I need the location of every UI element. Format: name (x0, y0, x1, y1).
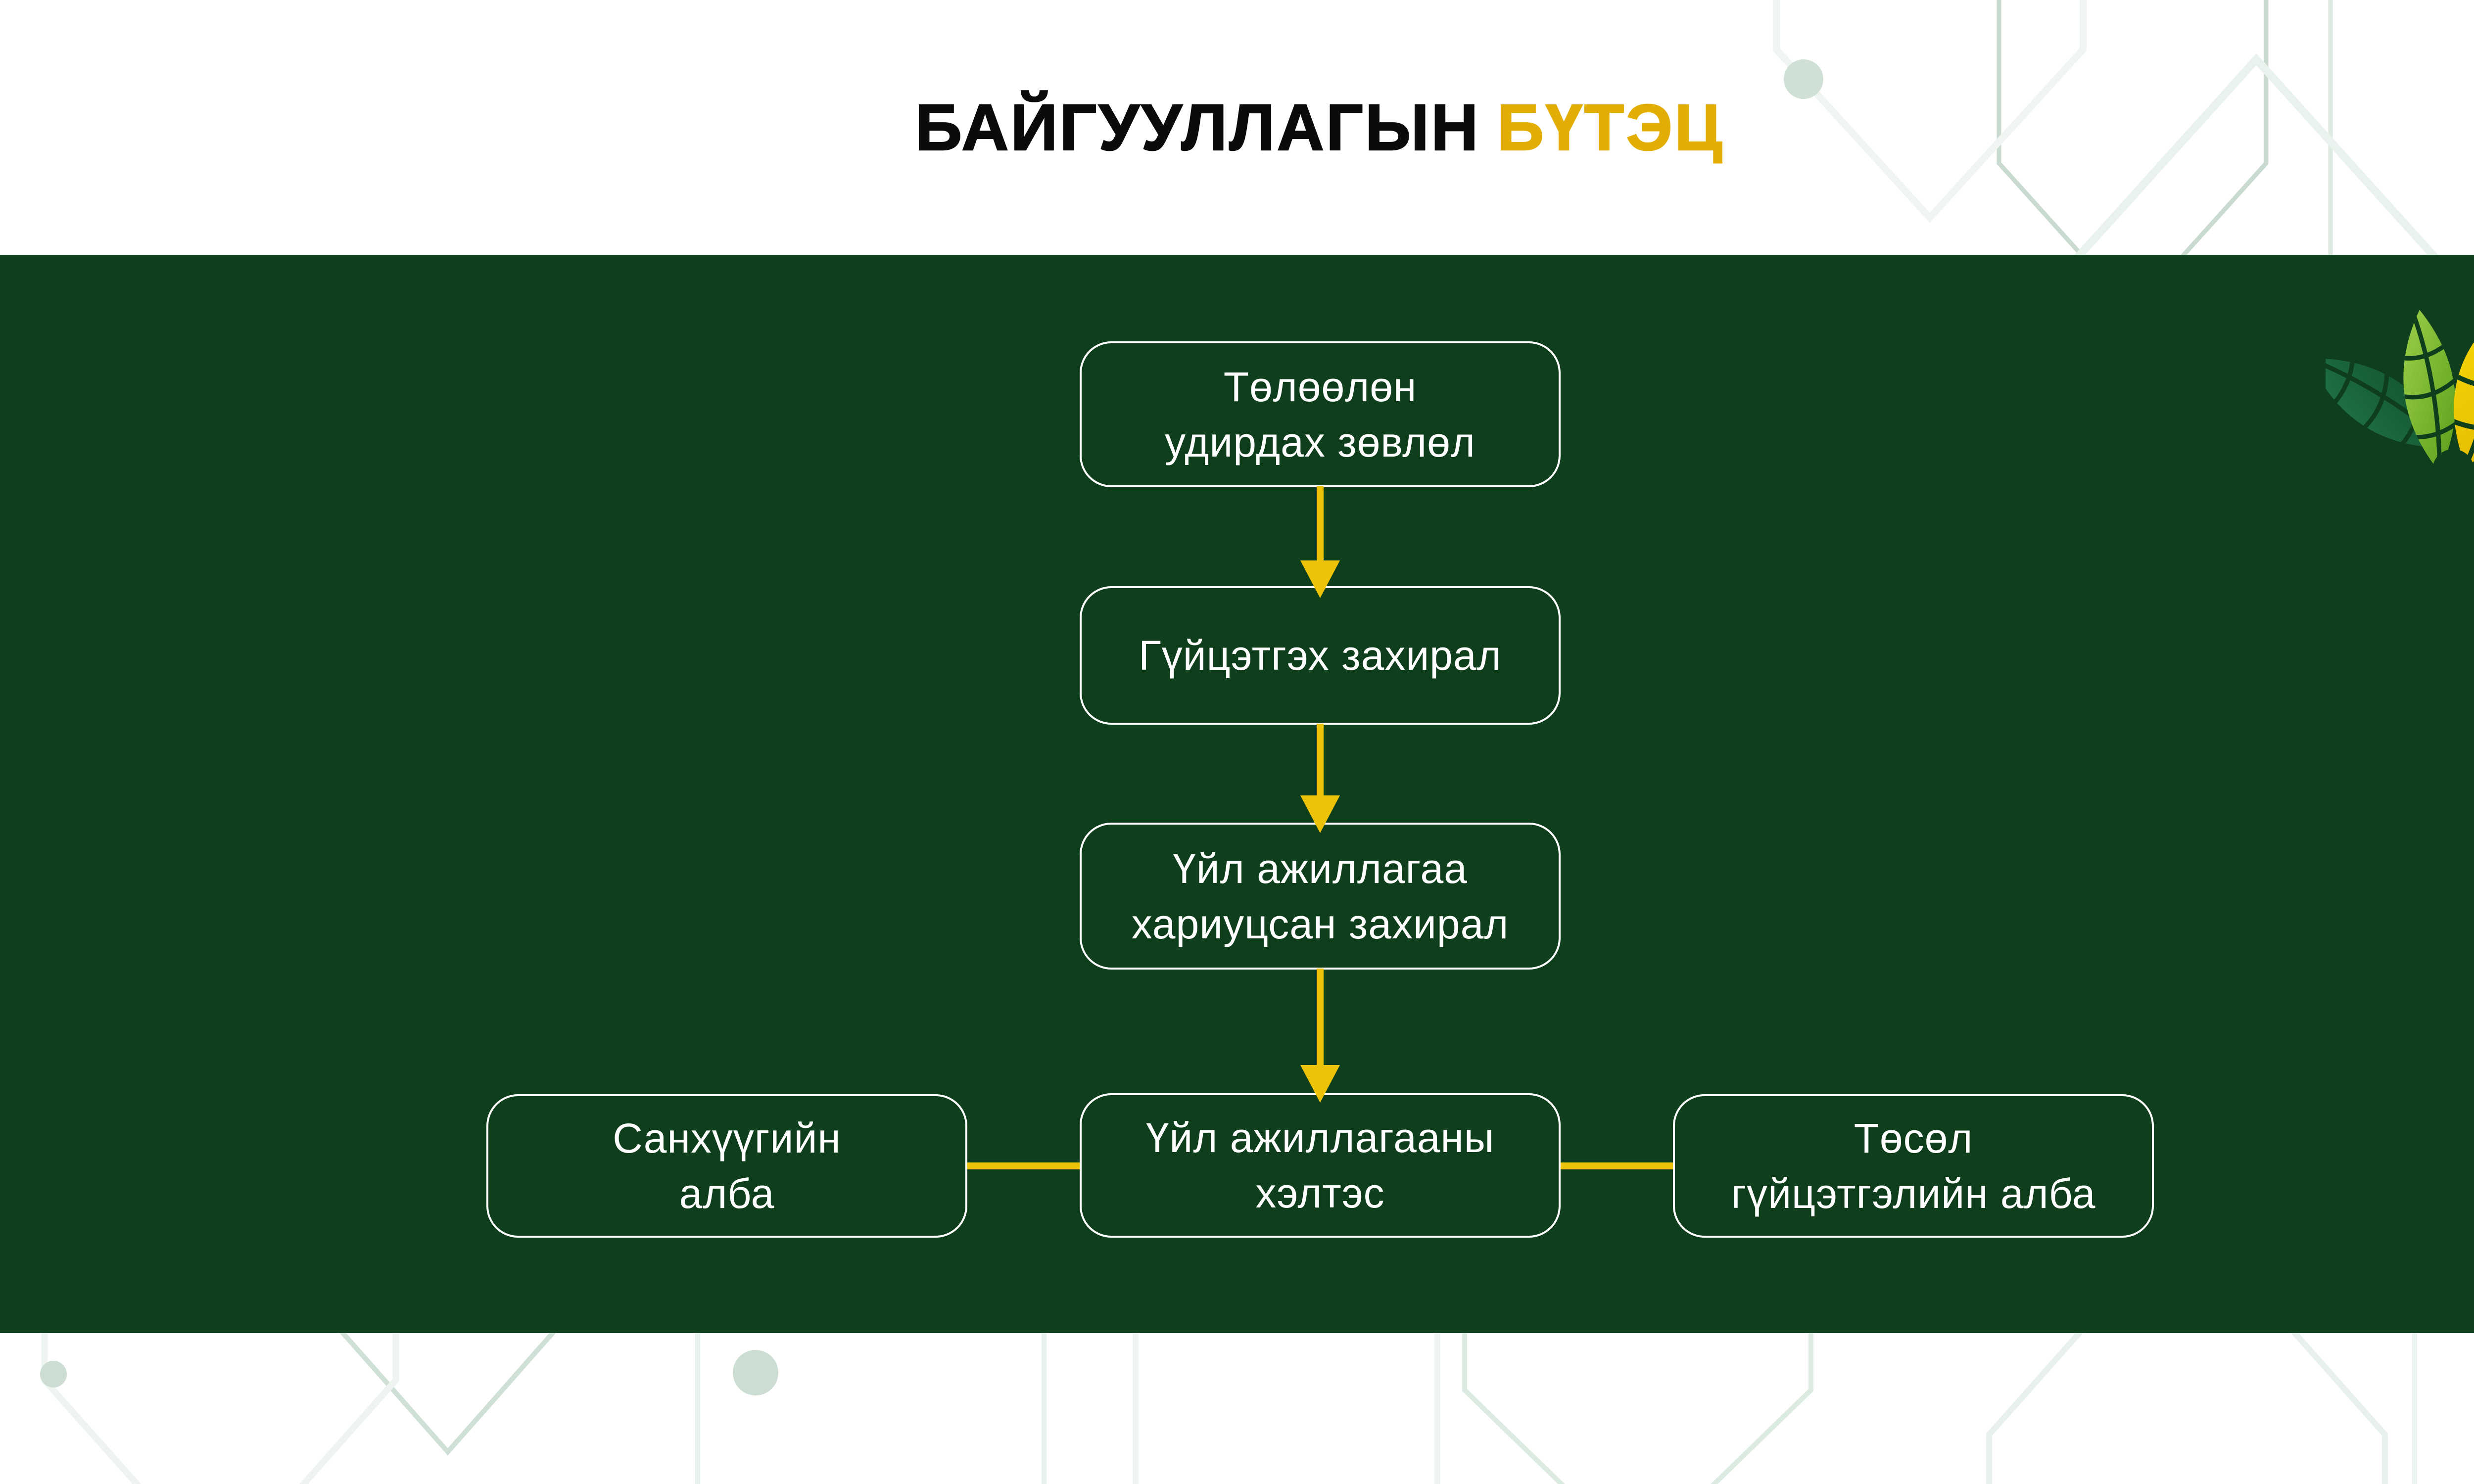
org-node-label: Төсөл (1854, 1115, 1973, 1161)
org-node-ceo: Гүйцэтгэх захирал (1080, 586, 1561, 725)
org-node-label: хариуцсан захирал (1131, 900, 1509, 947)
org-node-label: удирдах зөвлөл (1165, 418, 1475, 465)
three-leaves-logo-icon (2326, 299, 2474, 487)
org-node-label: Үйл ажиллагаа (1173, 845, 1468, 892)
logo-notch (2432, 449, 2474, 487)
connector-operations-projects (1561, 1162, 1673, 1169)
org-chart-panel: Төлөөлөн удирдах зөвлөл Гүйцэтгэх захира… (0, 255, 2474, 1333)
arrow-line-coo-operations (1317, 969, 1324, 1066)
arrow-head-board-ceo (1300, 560, 1340, 598)
arrow-line-ceo-coo (1317, 724, 1324, 796)
org-node-label: гүйцэтгэлийн алба (1731, 1170, 2096, 1217)
decor-dot-bottom-left (40, 1361, 67, 1388)
org-node-coo: Үйл ажиллагаа хариуцсан захирал (1080, 823, 1561, 970)
connector-finance-operations (967, 1162, 1080, 1169)
arrow-head-ceo-coo (1300, 795, 1340, 833)
org-node-label: алба (679, 1170, 775, 1217)
org-node-label: Санхүүгийн (613, 1115, 841, 1161)
arrow-line-board-ceo (1317, 486, 1324, 561)
decor-dot-top (1784, 59, 1823, 99)
arrow-head-coo-operations (1300, 1065, 1340, 1103)
title-highlight: БҮТЭЦ (1496, 91, 1724, 165)
org-node-label: Гүйцэтгэх захирал (1139, 632, 1502, 679)
org-node-label: хэлтэс (1255, 1170, 1385, 1216)
org-node-finance: Санхүүгийн алба (486, 1094, 967, 1238)
org-node-operations: Үйл ажиллагааны хэлтэс (1080, 1093, 1561, 1238)
org-node-label: Төлөөлөн (1223, 363, 1417, 410)
org-node-projects: Төсөл гүйцэтгэлийн алба (1673, 1094, 2154, 1238)
org-node-label: Үйл ажиллагааны (1145, 1114, 1495, 1161)
decor-dot-bottom (733, 1350, 778, 1395)
org-node-board: Төлөөлөн удирдах зөвлөл (1080, 341, 1561, 487)
title-prefix: БАЙГУУЛЛАГЫН (914, 91, 1480, 165)
